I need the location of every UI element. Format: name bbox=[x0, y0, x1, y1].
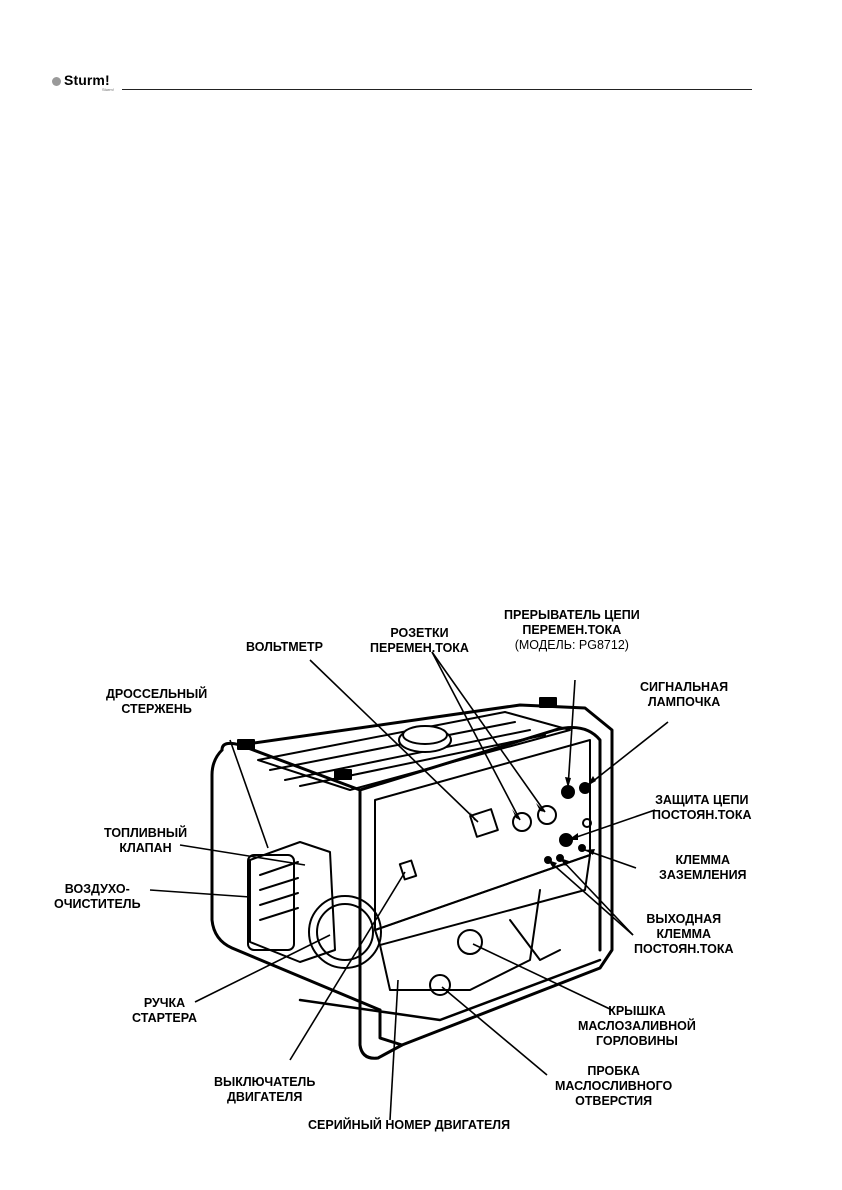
ac-sockets-label: РОЗЕТКИ ПЕРЕМЕН.ТОКА bbox=[370, 626, 469, 656]
fuel-valve-line1: ТОПЛИВНЫЙ bbox=[104, 826, 188, 840]
drain-plug-line1: ПРОБКА bbox=[587, 1064, 640, 1078]
dc-protection-line1: ЗАЩИТА ЦЕПИ bbox=[655, 793, 749, 807]
engine-switch-line1: ВЫКЛЮЧАТЕЛЬ bbox=[214, 1075, 316, 1089]
starter-handle-label: РУЧКА СТАРТЕРА bbox=[132, 996, 197, 1026]
dc-protection-line2: ПОСТОЯН.ТОКА bbox=[652, 808, 752, 822]
air-cleaner-label: ВОЗДУХО- ОЧИСТИТЕЛЬ bbox=[54, 882, 141, 912]
ground-line1: КЛЕММА bbox=[675, 853, 731, 867]
oil-cap-line3: ГОРЛОВИНЫ bbox=[595, 1034, 678, 1048]
air-cleaner-line1: ВОЗДУХО- bbox=[64, 882, 130, 896]
serial-number-label: СЕРИЙНЫЙ НОМЕР ДВИГАТЕЛЯ bbox=[308, 1118, 511, 1132]
page-header: Sturm! Sturm! bbox=[52, 72, 752, 94]
choke-label: ДРОССЕЛЬНЫЙ СТЕРЖЕНЬ bbox=[106, 687, 207, 717]
choke-line2: СТЕРЖЕНЬ bbox=[121, 702, 192, 716]
signal-lamp-label: СИГНАЛЬНАЯ ЛАМПОЧКА bbox=[640, 680, 728, 710]
brand-dot-icon bbox=[52, 77, 61, 86]
dc-output-line2: КЛЕММА bbox=[656, 927, 712, 941]
ac-sockets-line2: ПЕРЕМЕН.ТОКА bbox=[370, 641, 469, 655]
generator-diagram: ПРЕРЫВАТЕЛЬ ЦЕПИ ПЕРЕМЕН.ТОКА (МОДЕЛЬ: P… bbox=[0, 590, 842, 1150]
header-rule bbox=[122, 89, 752, 90]
signal-lamp-line1: СИГНАЛЬНАЯ bbox=[640, 680, 729, 694]
fuel-valve-label: ТОПЛИВНЫЙ КЛАПАН bbox=[104, 826, 187, 856]
drain-plug-line2: МАСЛОСЛИВНОГО bbox=[555, 1079, 673, 1093]
ac-breaker-line1: ПРЕРЫВАТЕЛЬ ЦЕПИ bbox=[504, 608, 640, 622]
drain-plug-line3: ОТВЕРСТИЯ bbox=[575, 1094, 653, 1108]
ac-sockets-line1: РОЗЕТКИ bbox=[390, 626, 449, 640]
signal-lamp-line2: ЛАМПОЧКА bbox=[647, 695, 721, 709]
dc-output-label: ВЫХОДНАЯ КЛЕММА ПОСТОЯН.ТОКА bbox=[634, 912, 734, 957]
ac-breaker-line2: ПЕРЕМЕН.ТОКА bbox=[522, 623, 622, 637]
choke-line1: ДРОССЕЛЬНЫЙ bbox=[106, 687, 208, 701]
brand-tagline: Sturm! bbox=[102, 87, 114, 92]
ac-breaker-line3: (МОДЕЛЬ: PG8712) bbox=[514, 638, 629, 652]
starter-line1: РУЧКА bbox=[143, 996, 186, 1010]
engine-switch-label: ВЫКЛЮЧАТЕЛЬ ДВИГАТЕЛЯ bbox=[214, 1075, 315, 1105]
oil-cap-label: КРЫШКА МАСЛОЗАЛИВНОЙ ГОРЛОВИНЫ bbox=[578, 1004, 696, 1049]
ground-line2: ЗАЗЕМЛЕНИЯ bbox=[659, 868, 747, 882]
engine-switch-line2: ДВИГАТЕЛЯ bbox=[226, 1090, 303, 1104]
voltmeter-label: ВОЛЬТМЕТР bbox=[246, 640, 323, 654]
dc-output-line1: ВЫХОДНАЯ bbox=[646, 912, 722, 926]
starter-line2: СТАРТЕРА bbox=[132, 1011, 198, 1025]
dc-output-line3: ПОСТОЯН.ТОКА bbox=[634, 942, 734, 956]
generator-illustration bbox=[149, 651, 669, 1121]
oil-cap-line1: КРЫШКА bbox=[608, 1004, 666, 1018]
brand-logo: Sturm! bbox=[64, 72, 110, 88]
drain-plug-label: ПРОБКА МАСЛОСЛИВНОГО ОТВЕРСТИЯ bbox=[555, 1064, 672, 1109]
fuel-valve-line2: КЛАПАН bbox=[119, 841, 172, 855]
ground-terminal-label: КЛЕММА ЗАЗЕМЛЕНИЯ bbox=[659, 853, 747, 883]
air-cleaner-line2: ОЧИСТИТЕЛЬ bbox=[54, 897, 141, 911]
ac-breaker-label: ПРЕРЫВАТЕЛЬ ЦЕПИ ПЕРЕМЕН.ТОКА (МОДЕЛЬ: P… bbox=[504, 608, 640, 653]
oil-cap-line2: МАСЛОЗАЛИВНОЙ bbox=[578, 1019, 696, 1033]
dc-protection-label: ЗАЩИТА ЦЕПИ ПОСТОЯН.ТОКА bbox=[652, 793, 752, 823]
